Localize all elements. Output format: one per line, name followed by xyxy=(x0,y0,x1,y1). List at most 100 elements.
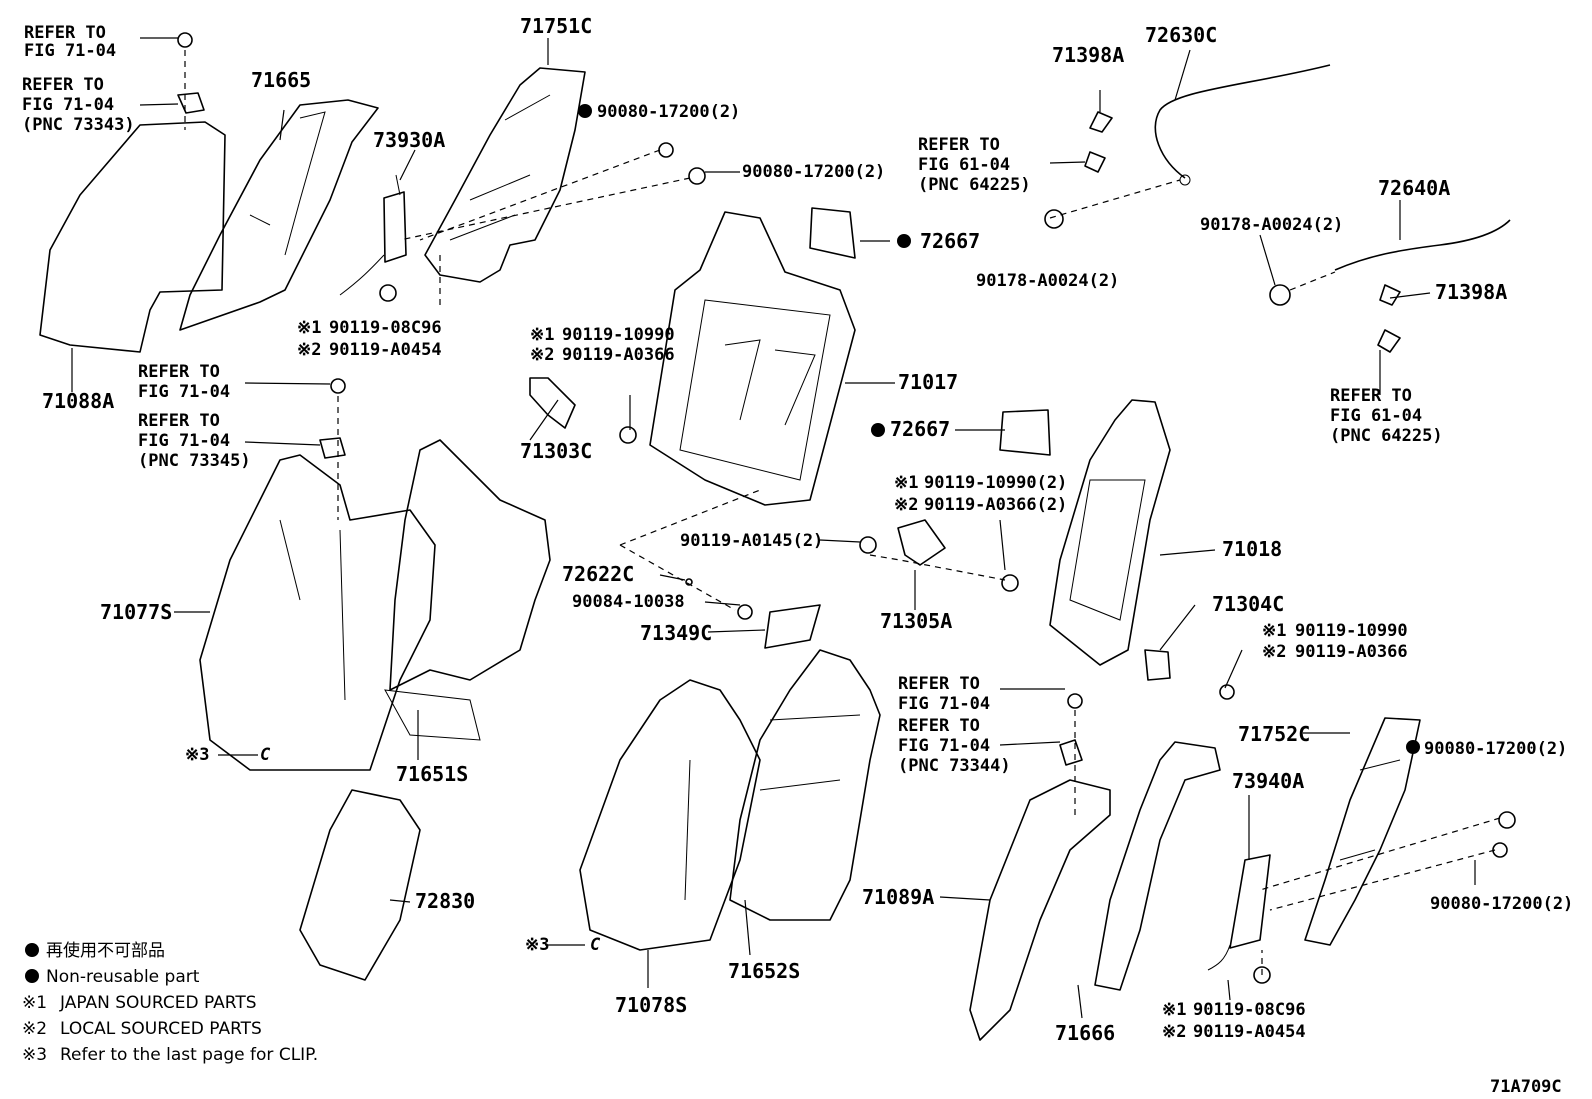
part-71398A-upper xyxy=(1089,111,1113,133)
part-71751C xyxy=(424,67,586,283)
label-71303C: 71303C xyxy=(520,439,592,463)
part-71752C xyxy=(1304,717,1421,946)
part-71349C xyxy=(764,604,821,649)
label-90119-A0454-b: 90119-A0454 xyxy=(1193,1022,1306,1042)
label-71652S: 71652S xyxy=(728,959,800,983)
part-labels: 71751C 71665 73930A 71088A 90080-17200(2… xyxy=(42,14,1573,1097)
part-71078S xyxy=(579,679,761,951)
label-72667-a: 72667 xyxy=(920,229,980,253)
part-71666 xyxy=(1094,741,1221,991)
pnc-ref-f: (PNC 64225) xyxy=(1330,426,1443,446)
non-reusable-markers xyxy=(25,104,1420,983)
label-71304C: 71304C xyxy=(1212,592,1284,616)
label-71651S: 71651S xyxy=(396,762,468,786)
label-71088A: 71088A xyxy=(42,389,114,413)
pnc-ref-e: (PNC 64225) xyxy=(918,175,1031,195)
label-72640A: 72640A xyxy=(1378,176,1450,200)
legend-jp: 再使用不可部品 xyxy=(46,940,165,961)
fig-ref-c: FIG 71-04 xyxy=(138,382,230,402)
part-outlines xyxy=(39,32,1516,1041)
legend-note3-mark: ※3 xyxy=(22,1045,47,1065)
part-71017 xyxy=(649,211,856,506)
label-90119-08C96-b: 90119-08C96 xyxy=(1193,1000,1306,1020)
fig-ref-h: FIG 71-04 xyxy=(898,736,990,756)
label-90080-c: 90080-17200(2) xyxy=(1424,739,1567,759)
label-71666: 71666 xyxy=(1055,1021,1115,1045)
part-71089A xyxy=(969,779,1111,1041)
legend-note3: Refer to the last page for CLIP. xyxy=(60,1045,318,1065)
non-reusable-dot xyxy=(1406,740,1420,754)
refer-to-blocks: REFER TO FIG 71-04 REFER TO FIG 71-04 (P… xyxy=(22,23,1443,776)
label-90119-08C96-a: 90119-08C96 xyxy=(329,318,442,338)
part-73940A xyxy=(1229,854,1271,949)
leader-lines xyxy=(71,37,1501,1019)
label-clip-a: C xyxy=(260,745,271,765)
label-90119-A0454-a: 90119-A0454 xyxy=(329,340,442,360)
label-clip-b: C xyxy=(590,935,601,955)
part-71305A xyxy=(897,519,946,566)
legend-dot xyxy=(25,943,39,957)
label-90080-d: 90080-17200(2) xyxy=(1430,894,1573,914)
fig-ref-f: FIG 61-04 xyxy=(1330,406,1422,426)
legend-note2-mark: ※2 xyxy=(22,1019,47,1039)
legend-note1-mark: ※1 xyxy=(22,993,47,1013)
label-71349C: 71349C xyxy=(640,621,712,645)
label-clip-mark-a: ※3 xyxy=(185,745,209,765)
label-71305A: 71305A xyxy=(880,609,952,633)
label-90084: 90084-10038 xyxy=(572,592,685,612)
non-reusable-dot xyxy=(871,423,885,437)
label-90119-10990-2: 90119-10990(2) xyxy=(924,473,1067,493)
pnc-ref-h: (PNC 73344) xyxy=(898,756,1011,776)
fig-ref-d: FIG 71-04 xyxy=(138,431,230,451)
label-note2-mark-b: ※2 xyxy=(530,345,554,365)
label-90080-a: 90080-17200(2) xyxy=(597,102,740,122)
part-71665 xyxy=(179,99,379,331)
non-reusable-dot xyxy=(578,104,592,118)
label-71077S: 71077S xyxy=(100,600,172,624)
pnc-ref-b: (PNC 73343) xyxy=(22,115,135,135)
label-note1-mark-d: ※1 xyxy=(1262,621,1286,641)
part-71304C xyxy=(1144,649,1171,681)
label-73940A: 73940A xyxy=(1232,769,1304,793)
refer-to-a: REFER TO xyxy=(24,23,106,43)
label-clip-mark-b: ※3 xyxy=(525,935,549,955)
legend-dot xyxy=(25,969,39,983)
part-72667-upper xyxy=(809,207,856,259)
label-note1-mark-b: ※1 xyxy=(530,325,554,345)
part-72667-lower xyxy=(999,409,1051,456)
legend-non-reusable: Non-reusable part xyxy=(46,967,200,987)
refer-to-h: REFER TO xyxy=(898,716,980,736)
legend-note1: JAPAN SOURCED PARTS xyxy=(59,993,257,1013)
part-71077S xyxy=(199,454,436,771)
part-71303C xyxy=(529,377,576,429)
label-72630C: 72630C xyxy=(1145,23,1217,47)
label-71089A: 71089A xyxy=(862,885,934,909)
part-72830 xyxy=(299,789,421,981)
label-90178-a: 90178-A0024(2) xyxy=(1200,215,1343,235)
part-71651S xyxy=(389,439,551,691)
label-71398A-b: 71398A xyxy=(1435,280,1507,304)
refer-to-g: REFER TO xyxy=(898,674,980,694)
fig-ref-a: FIG 71-04 xyxy=(24,41,116,61)
label-90119-A0366-2: 90119-A0366(2) xyxy=(924,495,1067,515)
label-71018: 71018 xyxy=(1222,537,1282,561)
refer-to-d: REFER TO xyxy=(138,411,220,431)
label-71665: 71665 xyxy=(251,68,311,92)
label-90119-A0366-b: 90119-A0366 xyxy=(1295,642,1408,662)
label-90119-A0366-a: 90119-A0366 xyxy=(562,345,675,365)
label-73930A: 73930A xyxy=(373,128,445,152)
label-90119-10990-b: 90119-10990 xyxy=(1295,621,1408,641)
label-71398A-a: 71398A xyxy=(1052,43,1124,67)
pnc-ref-d: (PNC 73345) xyxy=(138,451,251,471)
part-71398A-lower xyxy=(1379,284,1401,306)
diagram-id: 71A709C xyxy=(1490,1077,1562,1097)
label-71752C: 71752C xyxy=(1238,722,1310,746)
fig-ref-e: FIG 61-04 xyxy=(918,155,1010,175)
label-90119-A0145: 90119-A0145(2) xyxy=(680,531,823,551)
label-72667-b: 72667 xyxy=(890,417,950,441)
part-72630C xyxy=(1154,64,1331,179)
label-90080-b: 90080-17200(2) xyxy=(742,162,885,182)
label-note2-mark-c: ※2 xyxy=(894,495,918,515)
label-71017: 71017 xyxy=(898,370,958,394)
